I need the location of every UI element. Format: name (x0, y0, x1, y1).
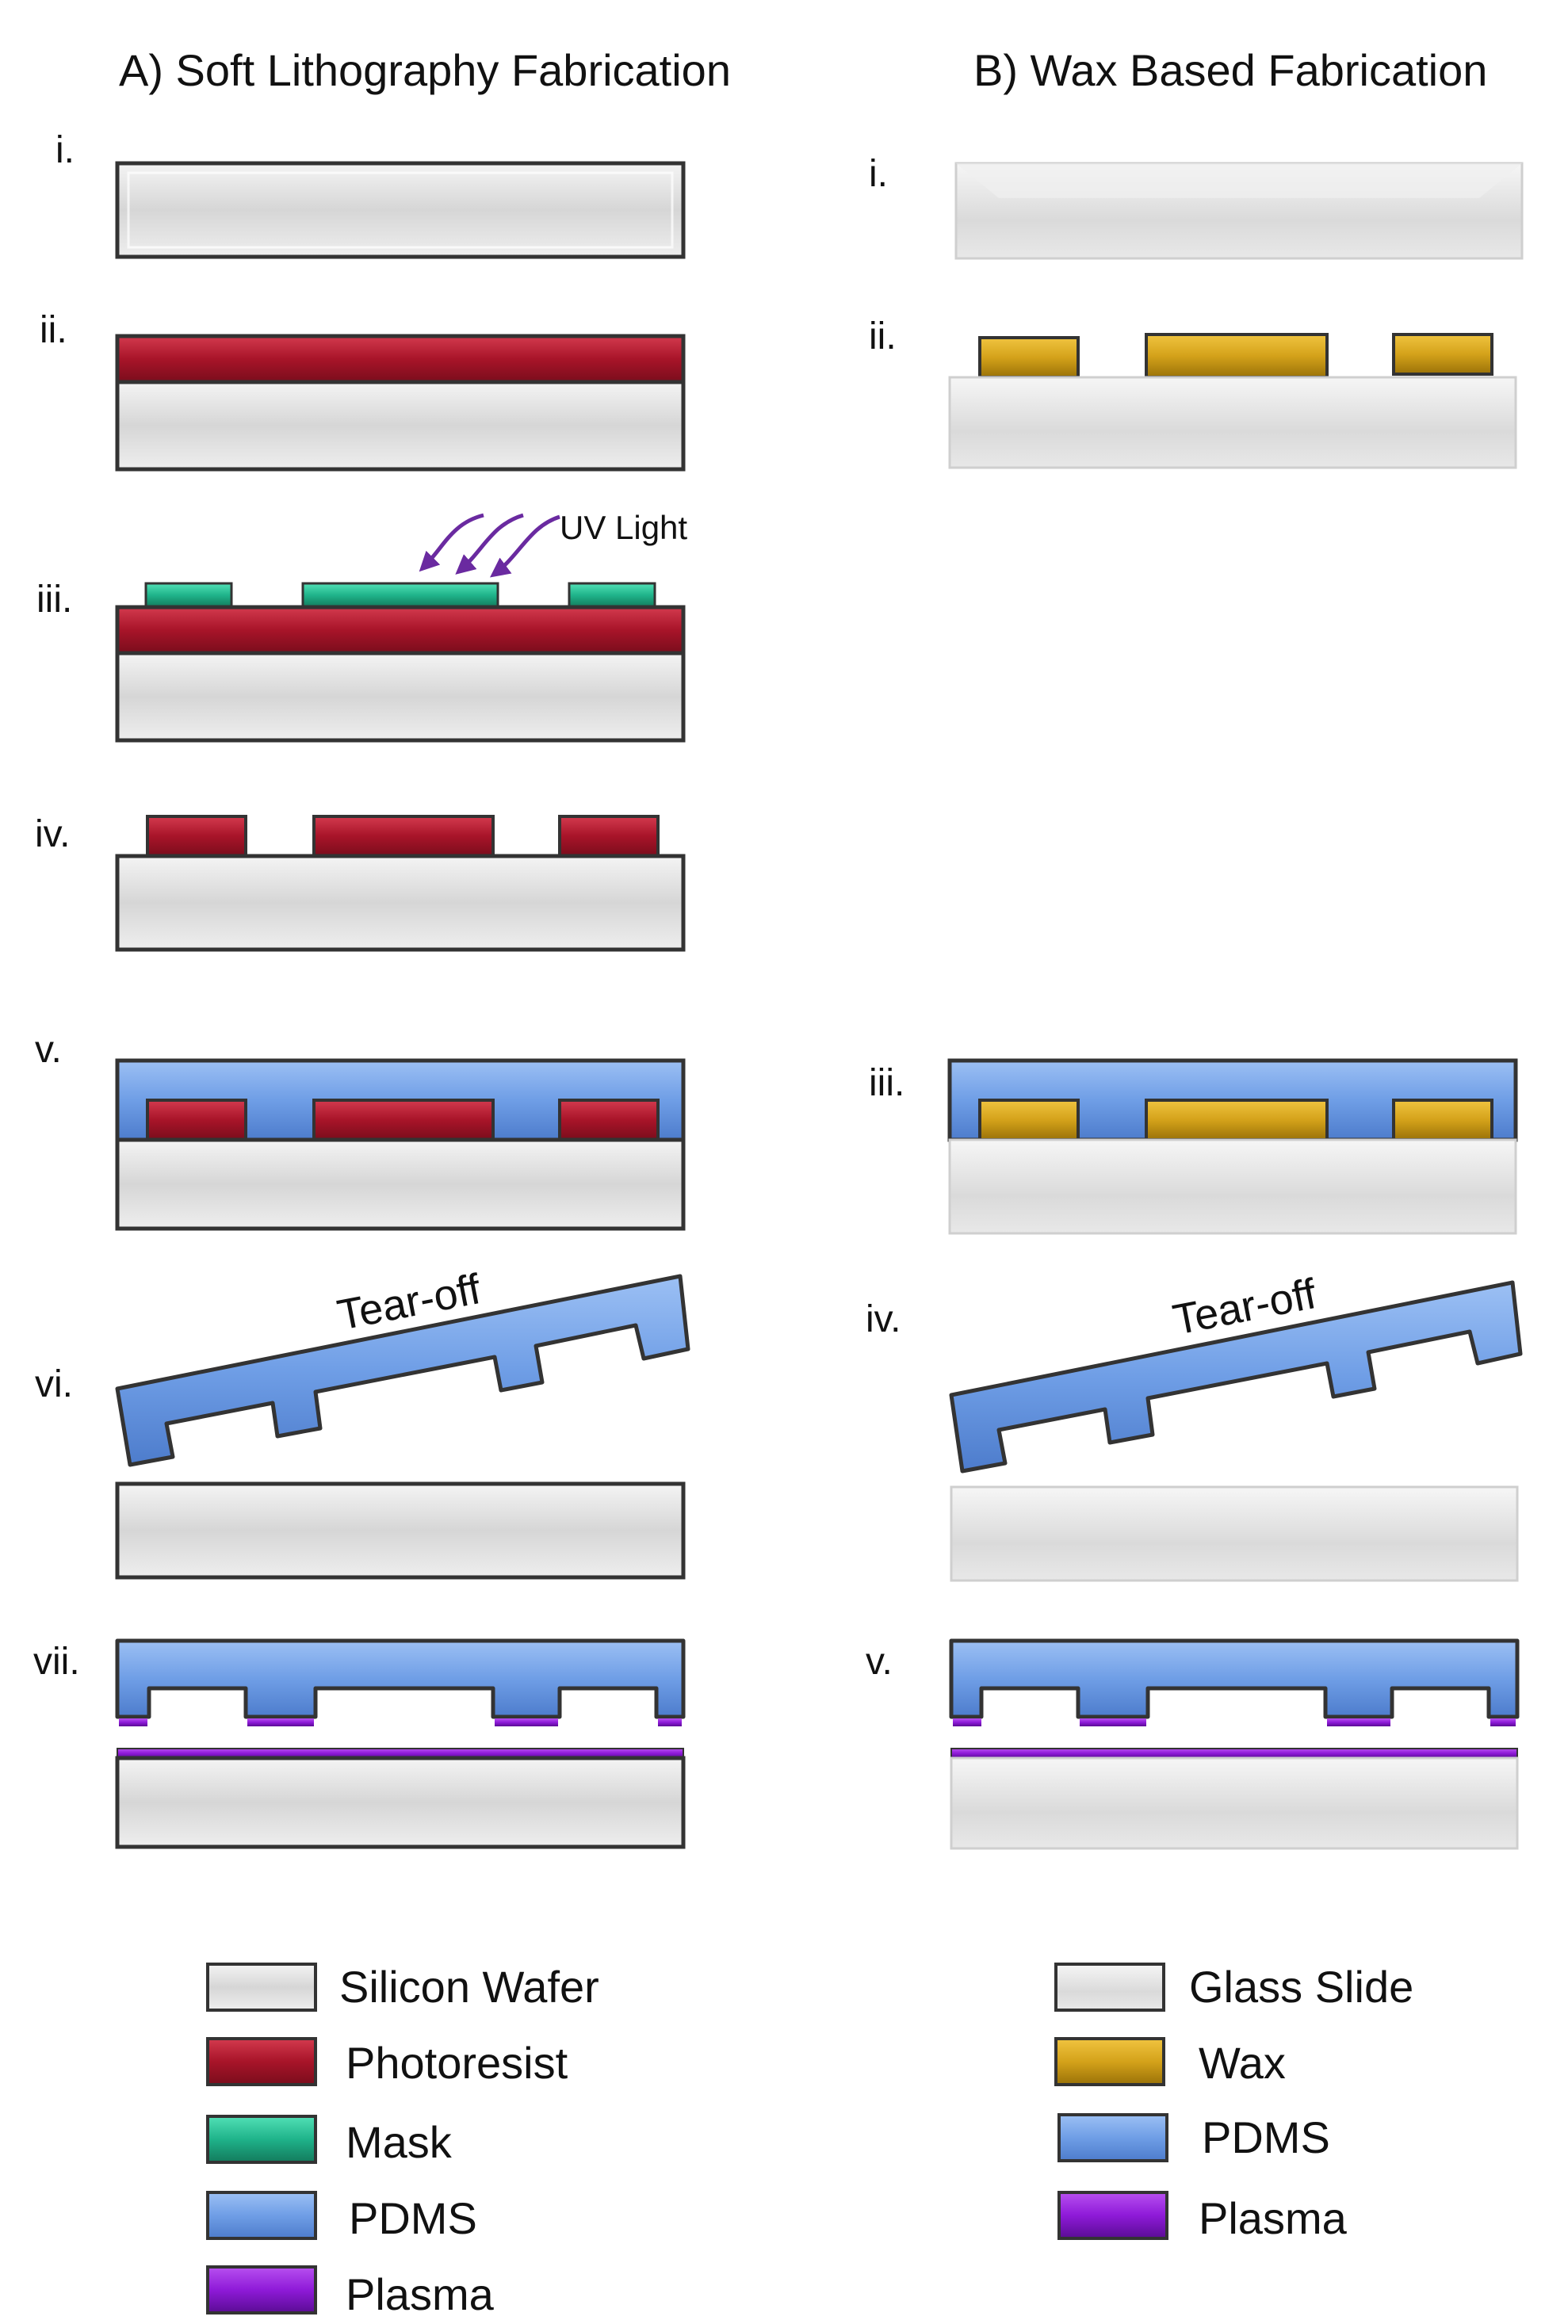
panel-a-step-i: i. (55, 129, 75, 171)
panel-a-step-v: v. (35, 1029, 62, 1071)
a-step-ii-stack (115, 334, 686, 472)
a-step-i-wafer (115, 161, 686, 259)
panel-b-step-iv: iv. (866, 1298, 901, 1340)
legend-a-photoresist: Photoresist (206, 2037, 568, 2088)
panel-b-step-i: i. (869, 153, 888, 195)
uv-arrows (419, 513, 560, 578)
legend-b-label-pdms: PDMS (1202, 2112, 1330, 2162)
legend-a-mask: Mask (206, 2115, 453, 2167)
legend-a-pdms: PDMS (206, 2191, 477, 2243)
legend-b: Glass Slide Wax PDMS Plasma (1054, 1962, 1413, 2243)
legend-b-label-wax: Wax (1199, 2038, 1286, 2088)
b-step-i-glass (954, 162, 1524, 260)
legend-b-plasma: Plasma (1057, 2191, 1348, 2243)
panel-a-step-vi: vi. (35, 1363, 73, 1405)
panel-b-step-v: v. (866, 1641, 893, 1683)
panel-a-step-iii: iii. (36, 579, 72, 621)
b-step-iv-pdms-peel (949, 1280, 1523, 1474)
legend-a-label-plasma: Plasma (346, 2269, 495, 2319)
legend-a-label-silicon-wafer: Silicon Wafer (339, 1962, 599, 2012)
a-step-iv-stack (115, 815, 686, 952)
a-step-vi-pdms-peel (115, 1274, 690, 1467)
legend-a-label-mask: Mask (346, 2117, 453, 2167)
b-step-iv-glass (950, 1485, 1519, 1582)
legend-a-plasma: Plasma (206, 2265, 495, 2319)
panel-a-title: A) Soft Lithography Fabrication (119, 45, 731, 95)
legend-a-silicon-wafer: Silicon Wafer (206, 1962, 599, 2012)
legend-b-label-plasma: Plasma (1199, 2193, 1348, 2243)
a-step-iii-stack (115, 582, 686, 743)
legend-b-pdms: PDMS (1057, 2112, 1330, 2162)
b-step-v-stack (949, 1638, 1520, 1850)
uv-light-label: UV Light (560, 509, 687, 546)
panel-b-step-iii: iii. (869, 1062, 904, 1104)
panel-a-step-iv: iv. (35, 813, 70, 855)
legend-a-label-pdms: PDMS (349, 2193, 477, 2243)
a-step-vii-stack (115, 1638, 686, 1849)
panel-a-step-vii: vii. (33, 1641, 80, 1683)
panel-b-step-ii: ii. (869, 315, 897, 357)
b-step-ii-stack (948, 333, 1517, 469)
panel-b-title: B) Wax Based Fabrication (973, 45, 1487, 95)
b-step-iii-stack (947, 1058, 1518, 1235)
legend-a-label-photoresist: Photoresist (346, 2038, 568, 2088)
a-step-v-stack (115, 1058, 686, 1231)
legend-b-label-glass-slide: Glass Slide (1189, 1962, 1413, 2012)
a-step-vi-wafer (115, 1481, 686, 1580)
panel-a-step-ii: ii. (40, 309, 67, 351)
legend-b-wax: Wax (1054, 2037, 1286, 2088)
legend-a: Silicon Wafer Photoresist Mask PDMS Plas… (206, 1962, 599, 2319)
legend-b-glass-slide: Glass Slide (1054, 1962, 1413, 2012)
